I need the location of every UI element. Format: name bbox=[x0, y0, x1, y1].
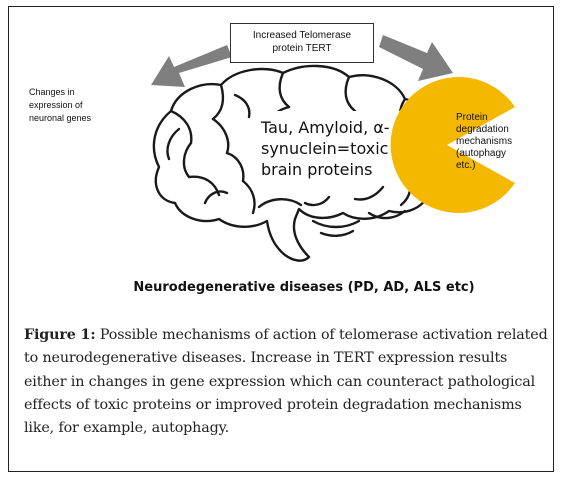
gene-expression-line-2: expression of bbox=[29, 100, 83, 110]
figure-illustration: Increased Telomerase protein TERT Change… bbox=[9, 7, 555, 317]
degradation-line-3: mechanisms bbox=[456, 136, 513, 147]
gene-expression-label: Changes in expression of neuronal genes bbox=[29, 86, 149, 125]
toxic-proteins-line-1: Tau, Amyloid, α- bbox=[261, 118, 390, 137]
degradation-line-4: (autophagy bbox=[456, 148, 507, 159]
degradation-line-2: degradation bbox=[456, 124, 509, 135]
figure-frame: Increased Telomerase protein TERT Change… bbox=[8, 6, 554, 472]
left-arrow-icon bbox=[151, 45, 232, 87]
gene-expression-line-1: Changes in bbox=[29, 87, 75, 97]
pacman-icon bbox=[390, 76, 515, 213]
caption-label: Figure 1: bbox=[24, 327, 96, 343]
toxic-proteins-line-3: brain proteins bbox=[261, 160, 373, 179]
telomerase-line-1: Increased Telomerase bbox=[252, 30, 352, 41]
figure-caption: Figure 1: Possible mechanisms of action … bbox=[24, 324, 552, 440]
brain-label-backdrop bbox=[259, 111, 427, 185]
telomerase-line-2: protein TERT bbox=[272, 43, 332, 54]
degradation-label: Protein degradation mechanisms (autophag… bbox=[456, 112, 546, 172]
telomerase-box: Increased Telomerase protein TERT bbox=[230, 23, 374, 63]
gene-expression-line-3: neuronal genes bbox=[29, 113, 92, 123]
figure-graphics bbox=[151, 35, 515, 262]
toxic-proteins-line-2: synuclein=toxic bbox=[261, 139, 389, 158]
right-arrow-icon bbox=[379, 35, 453, 81]
degradation-line-1: Protein bbox=[456, 112, 488, 123]
disease-label: Neurodegenerative diseases (PD, AD, ALS … bbox=[133, 280, 475, 295]
degradation-line-5: etc.) bbox=[456, 160, 476, 171]
toxic-proteins-label: Tau, Amyloid, α- synuclein=toxic brain p… bbox=[261, 117, 421, 180]
caption-text: Possible mechanisms of action of telomer… bbox=[24, 327, 548, 437]
